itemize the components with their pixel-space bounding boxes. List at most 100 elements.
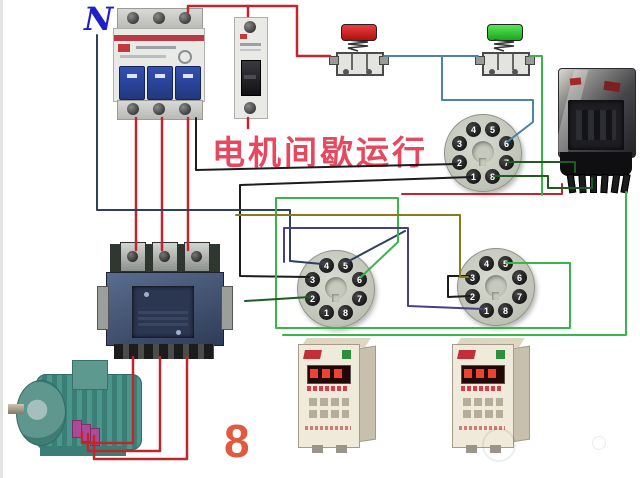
terminal-screw — [366, 69, 372, 75]
socket3-pin-2: 2 — [465, 289, 480, 304]
motor-end-shield — [16, 380, 66, 446]
terminal-screw — [127, 12, 139, 24]
socket2-pin-7: 7 — [352, 291, 367, 306]
setting-buttons-row — [463, 398, 503, 406]
start-pushbutton — [475, 24, 535, 76]
neutral-label: N — [84, 0, 114, 38]
button-terminal-left — [329, 56, 339, 65]
button-contact-detail — [351, 54, 368, 70]
socket2-pin-1: 1 — [319, 305, 334, 320]
socket2-pin-8: 8 — [338, 305, 353, 320]
terminal-screw — [244, 21, 256, 33]
socket2-pin-3: 3 — [305, 272, 320, 287]
socket3-pin-7: 7 — [512, 289, 527, 304]
breaker-toggle — [175, 66, 201, 100]
stop-pushbutton — [329, 24, 389, 76]
time-relay-green-label — [496, 350, 505, 359]
relay-socket-3: 1 2 3 4 5 6 7 8 — [457, 248, 535, 326]
socket3-pin-5: 5 — [498, 256, 513, 271]
contactor-side-terminal-left — [97, 286, 109, 330]
time-relay-foot — [312, 445, 323, 453]
circuit-breaker-1pole — [234, 12, 268, 122]
contactor-terminal — [120, 242, 146, 272]
contactor-rivet — [176, 330, 181, 335]
socket3-pin-8: 8 — [498, 303, 513, 318]
breaker-label-line — [240, 49, 261, 51]
motor-shaft — [8, 404, 24, 414]
relay-pin — [590, 174, 597, 193]
socket3-pin-3: 3 — [465, 270, 480, 285]
motor-junction-box — [72, 360, 108, 390]
spring-icon — [493, 39, 515, 52]
terminal-screw — [153, 103, 165, 115]
socket1-pin-7: 7 — [499, 155, 514, 170]
watermark — [482, 428, 516, 462]
time-relay-brand-mark — [457, 350, 476, 359]
motor-terminal — [90, 428, 100, 446]
terminal-screw — [179, 103, 191, 115]
contactor-ribs — [138, 308, 188, 326]
terminal-screw — [153, 12, 165, 24]
button-terminal-left — [475, 56, 485, 65]
breaker-label-line — [136, 46, 176, 49]
socket1-pin-3: 3 — [452, 136, 467, 151]
relay-socket-2: 1 2 3 4 5 6 7 8 — [297, 250, 375, 328]
socket1-pin-2: 2 — [452, 155, 467, 170]
contactor-side-terminal-right — [221, 286, 233, 330]
socket-keyway — [472, 141, 494, 166]
contactor-terminal — [184, 242, 210, 272]
red-label-text — [305, 426, 351, 430]
display-digits — [464, 369, 496, 378]
circuit-breaker-3pole — [112, 8, 206, 120]
relay-contact-stack — [576, 110, 616, 140]
breaker-toggle — [147, 66, 173, 100]
socket1-pin-6: 6 — [499, 136, 514, 151]
time-relay-foot — [466, 445, 477, 453]
time-relay-front-panel — [298, 344, 360, 448]
image-edge — [0, 0, 3, 478]
time-relay-brand-mark — [303, 350, 322, 359]
socket1-pin-1: 1 — [466, 169, 481, 184]
watermark — [592, 436, 606, 450]
breaker-cert-mark — [178, 50, 192, 64]
socket3-pin-4: 4 — [479, 256, 494, 271]
socket1-pin-4: 4 — [466, 122, 481, 137]
breaker-toggle — [119, 66, 145, 100]
time-relay-green-label — [342, 350, 351, 359]
socket-keyway — [485, 275, 507, 300]
setting-buttons-row — [309, 398, 349, 406]
red-label-text — [461, 386, 503, 391]
relay-pin — [600, 173, 609, 194]
wire-start-button-down — [529, 55, 543, 196]
time-relay-foot — [336, 445, 347, 453]
page-number: 8 — [224, 415, 250, 467]
spring-icon — [347, 39, 369, 52]
breaker-toggle — [241, 60, 261, 96]
display-digits — [310, 369, 342, 378]
relay-red-detail — [569, 77, 582, 86]
button-terminal-right — [379, 56, 389, 65]
socket-keyway — [325, 277, 347, 302]
socket2-pin-4: 4 — [319, 258, 334, 273]
contactor-rivet — [144, 292, 149, 297]
setting-buttons-row — [309, 410, 349, 418]
socket3-pin-6: 6 — [512, 270, 527, 285]
plug-in-relay — [553, 66, 640, 198]
breaker-label-line — [240, 43, 261, 46]
socket1-pin-8: 8 — [485, 169, 500, 184]
socket1-pin-5: 5 — [485, 122, 500, 137]
terminal-screw — [489, 69, 495, 75]
breaker-brand-mark — [118, 44, 130, 52]
button-terminal-right — [525, 56, 535, 65]
socket2-pin-2: 2 — [305, 291, 320, 306]
motor-foot — [40, 446, 126, 456]
setting-buttons-row — [463, 410, 503, 418]
diagram-title: 电机间歇运行 — [212, 134, 428, 171]
relay-base — [560, 152, 632, 176]
relay-pin — [578, 173, 587, 194]
relay-pin — [610, 173, 621, 194]
terminal-screw — [343, 69, 349, 75]
time-relay-1 — [296, 338, 384, 454]
terminal-screw — [179, 12, 191, 24]
